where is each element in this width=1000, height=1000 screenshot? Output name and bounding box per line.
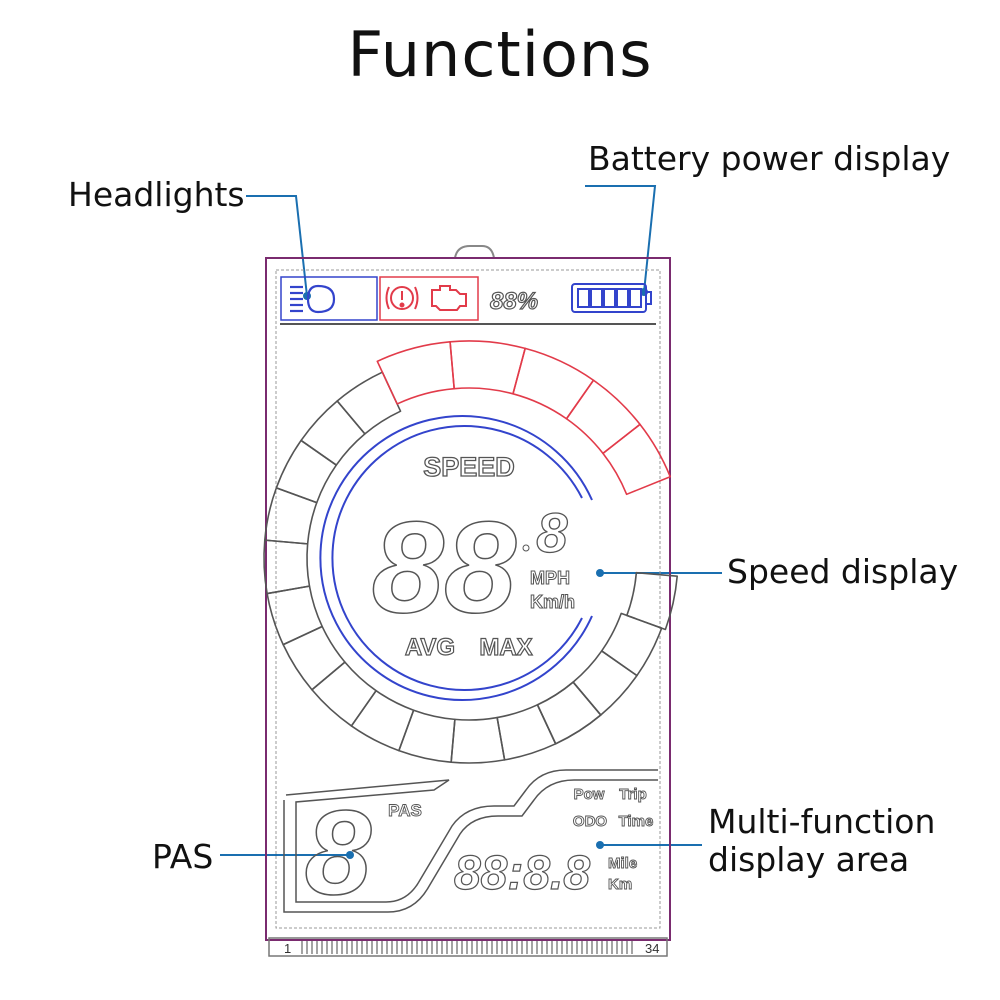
unit-mile: Mile: [608, 855, 637, 872]
speed-callout: Speed display: [727, 552, 959, 591]
pas-label: PAS: [388, 801, 422, 820]
speed-label: SPEED: [423, 452, 515, 482]
gauge-segment-red: [512, 347, 595, 420]
speed-decimal-digit: 8: [536, 501, 568, 564]
status-bar: [280, 276, 656, 325]
trip-label: Trip: [619, 786, 647, 803]
gauge-segment: [536, 681, 602, 745]
speed-inner-ring: [319, 415, 593, 701]
gauge-segment: [398, 709, 456, 764]
gauge-segment: [263, 487, 318, 545]
engine-icon: [431, 285, 467, 311]
time-label: Time: [619, 813, 654, 830]
gauge-segment: [572, 650, 638, 716]
gauge-segment: [275, 439, 338, 504]
gauge-segment-red: [602, 423, 671, 496]
battery-callout: Battery power display: [588, 139, 951, 178]
gauge-segment-red: [376, 341, 455, 405]
gauge-segment: [263, 539, 311, 595]
battery-icon: [571, 283, 652, 313]
gauge-segment: [336, 371, 402, 435]
gauge-segment-red: [449, 340, 526, 395]
unit-kmh: Km/h: [530, 592, 575, 612]
headlights-callout: Headlights: [68, 175, 245, 214]
speed-gauge: [263, 340, 679, 764]
gauge-segment: [626, 571, 679, 631]
unit-km: Km: [608, 876, 632, 893]
leader-lines: [220, 185, 722, 856]
pin-last-label: 34: [645, 941, 659, 956]
gauge-segment: [450, 716, 506, 764]
headlight-leader: [246, 195, 308, 297]
avg-label: AVG: [405, 634, 455, 661]
gauge-segment: [311, 661, 377, 727]
page-title: Functions: [347, 18, 653, 91]
pas-digit: 8: [305, 786, 372, 920]
lcd-outline: [265, 245, 671, 957]
gauge-segment: [350, 689, 415, 752]
pin-first-label: 1: [284, 941, 291, 956]
gauge-segment: [600, 612, 663, 677]
speed-digits: 88: [372, 494, 517, 640]
battery-percent: 88%: [490, 288, 538, 315]
gauge-segment-red: [565, 379, 641, 455]
odo-digits: 88:8.8: [454, 847, 590, 900]
gauge-segment: [282, 625, 346, 691]
brake-warning-icon: [385, 286, 419, 310]
gauge-segment: [300, 400, 366, 466]
max-label: MAX: [479, 634, 532, 661]
battery-leader: [585, 185, 657, 293]
unit-mph: MPH: [530, 568, 570, 588]
headlight-icon: [290, 284, 336, 314]
multifunction-frame: [283, 769, 658, 913]
pas-callout: PAS: [152, 837, 214, 876]
speed-decimal-point: [522, 544, 530, 552]
multifunction-callout-line2: display area: [708, 840, 910, 879]
odo-label: ODO: [573, 813, 608, 830]
multifunction-callout-line1: Multi-function: [708, 802, 936, 841]
pow-label: Pow: [574, 786, 605, 803]
gauge-segment: [266, 585, 323, 646]
gauge-segment: [536, 681, 602, 745]
gauge-segment: [496, 704, 557, 761]
